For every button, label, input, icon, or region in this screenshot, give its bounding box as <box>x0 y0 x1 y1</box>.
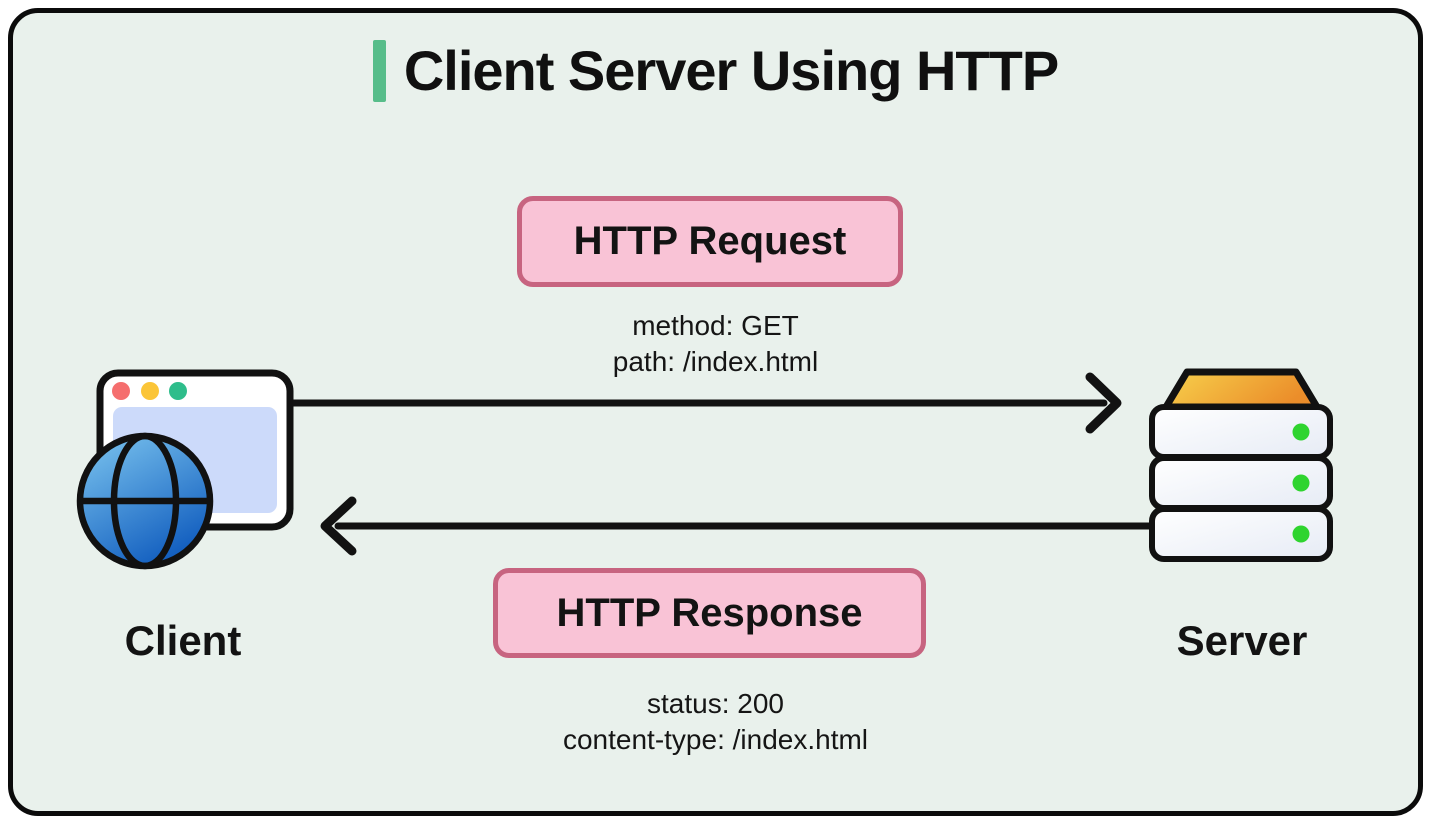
response-arrow-icon <box>320 496 1156 556</box>
server-led-icon <box>1292 474 1310 492</box>
http-response-label: HTTP Response <box>556 590 863 635</box>
server-stack-icon <box>1149 368 1333 562</box>
server-slab <box>1149 506 1333 562</box>
server-label: Server <box>1176 617 1308 664</box>
globe-icon <box>76 432 214 570</box>
request-method-line: method: GET <box>632 310 799 341</box>
title-row: Client Server Using HTTP <box>0 36 1431 106</box>
http-request-label: HTTP Request <box>573 219 847 263</box>
response-content-type-line: content-type: /index.html <box>562 724 869 755</box>
server-led-icon <box>1292 423 1310 441</box>
client-label: Client <box>124 617 242 664</box>
traffic-dot-green-icon <box>169 382 187 400</box>
page-title: Client Server Using HTTP <box>403 39 1059 102</box>
response-annotation: status: 200 content-type: /index.html <box>0 686 1431 758</box>
http-request-box: HTTP Request <box>517 196 903 287</box>
title-accent-bar <box>372 40 386 102</box>
http-response-box: HTTP Response <box>493 568 926 658</box>
client-browser-globe-icon <box>76 369 294 570</box>
traffic-dot-yellow-icon <box>141 382 159 400</box>
request-arrow-icon <box>286 372 1122 434</box>
request-annotation: method: GET path: /index.html <box>0 308 1431 380</box>
request-path-line: path: /index.html <box>612 346 819 377</box>
traffic-dot-red-icon <box>112 382 130 400</box>
response-status-line: status: 200 <box>647 688 784 719</box>
server-led-icon <box>1292 525 1310 543</box>
